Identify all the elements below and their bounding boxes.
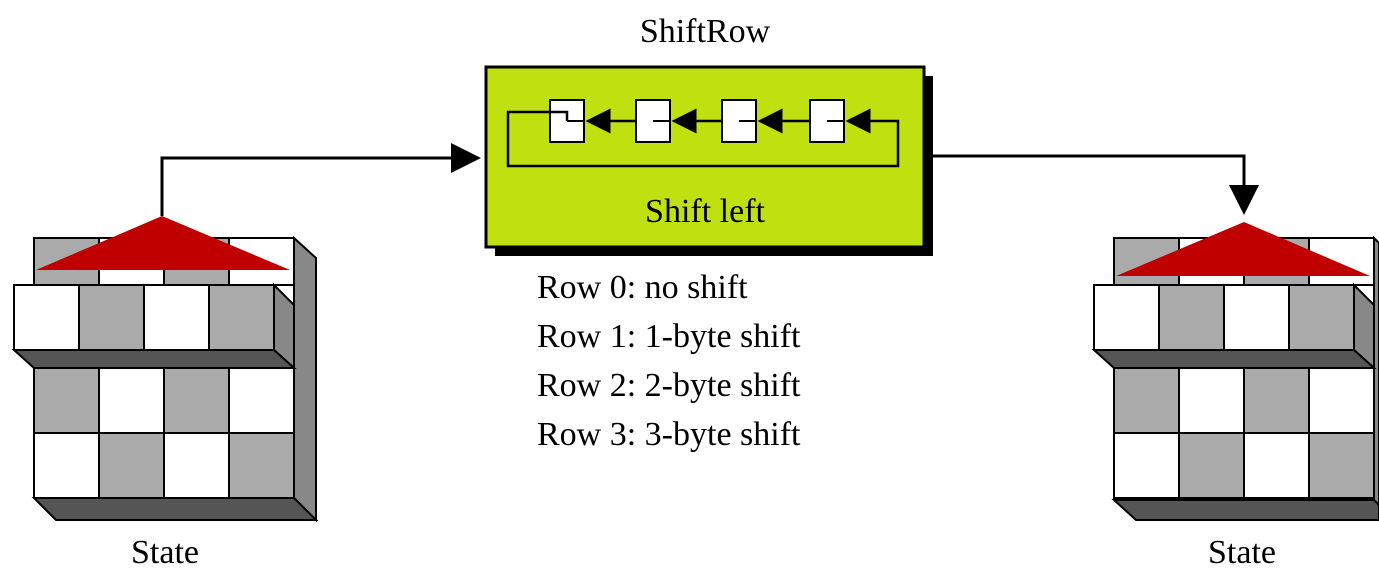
left-state-cell-r1-c1 bbox=[78, 284, 145, 351]
right-state-cell-r1-c2 bbox=[1223, 284, 1290, 351]
left-state-cell-r3-c1 bbox=[98, 432, 165, 499]
right-state-cell-r3-c0 bbox=[1113, 432, 1180, 499]
right-state-cell-r0-c0 bbox=[1113, 237, 1180, 286]
shiftrow-box-label: Shift left bbox=[645, 193, 765, 230]
rule-row-2: Row 2: 2-byte shift bbox=[537, 367, 801, 404]
left-pointer-triangle bbox=[36, 216, 290, 270]
right-state-cell-r3-c2 bbox=[1243, 432, 1310, 499]
right-state-cell-r3-c3 bbox=[1308, 432, 1375, 499]
right-state-label: State bbox=[1208, 534, 1276, 571]
right-state-cell-r2-c1 bbox=[1178, 367, 1245, 434]
rule-row-1: Row 1: 1-byte shift bbox=[537, 318, 801, 355]
right-state-cell-r2-c0 bbox=[1113, 367, 1180, 434]
left-state-bottom-face bbox=[31, 497, 319, 521]
right-state-block bbox=[1091, 222, 1379, 521]
left-state-side-face bbox=[293, 235, 317, 523]
shift-rules: Row 0: no shift Row 1: 1-byte shift Row … bbox=[537, 269, 801, 453]
right-state-cell-r2-c2 bbox=[1243, 367, 1310, 434]
right-state-cell-r1-c0 bbox=[1093, 284, 1160, 351]
left-state-cell-r1-c3 bbox=[208, 284, 275, 351]
left-state-block bbox=[11, 216, 319, 523]
left-state-cell-r2-c1 bbox=[98, 367, 165, 434]
right-state-cell-r1-c1 bbox=[1158, 284, 1225, 351]
right-state-bottom-face bbox=[1111, 499, 1379, 521]
left-state-cell-r1-c0 bbox=[13, 284, 80, 351]
left-state-cell-r3-c2 bbox=[163, 432, 230, 499]
input-arrow bbox=[160, 143, 481, 216]
shiftrow-title: ShiftRow bbox=[640, 13, 771, 50]
right-row1-bottom-face bbox=[1091, 349, 1377, 369]
rule-row-3: Row 3: 3-byte shift bbox=[537, 416, 801, 453]
shiftrow-box-body bbox=[484, 65, 926, 249]
left-state-cell-r1-c2 bbox=[143, 284, 210, 351]
left-state-cell-r3-c0 bbox=[33, 432, 100, 499]
left-state-cell-r2-c3 bbox=[228, 367, 295, 434]
left-state-cell-r2-c0 bbox=[33, 367, 100, 434]
right-state-cell-r1-c3 bbox=[1288, 284, 1355, 351]
right-state-cell-r3-c1 bbox=[1178, 432, 1245, 499]
left-state-label: State bbox=[131, 534, 199, 571]
left-state-cell-r3-c3 bbox=[228, 432, 295, 499]
right-state-cell-r2-c3 bbox=[1308, 367, 1375, 434]
left-state-cell-r2-c2 bbox=[163, 367, 230, 434]
output-arrow bbox=[930, 154, 1259, 215]
right-pointer-triangle bbox=[1116, 222, 1370, 276]
left-row1-bottom-face bbox=[11, 349, 297, 369]
rule-row-0: Row 0: no shift bbox=[537, 269, 748, 306]
wraparound-loop bbox=[506, 108, 900, 168]
shiftrow-box: Shift left bbox=[484, 65, 933, 256]
